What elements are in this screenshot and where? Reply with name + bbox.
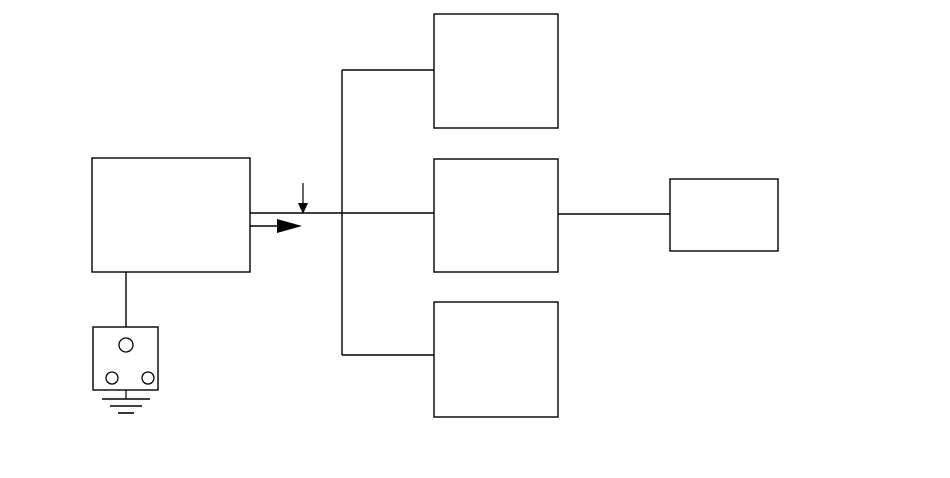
outlet-pin-ground-icon xyxy=(118,337,134,353)
outlet-pin-line-icon xyxy=(141,371,155,385)
arrowhead-layer xyxy=(277,203,308,233)
block-layer xyxy=(91,13,779,418)
arrowhead-signal-right-icon xyxy=(277,219,302,233)
branch-block-middle[interactable] xyxy=(433,158,559,273)
branch-block-top[interactable] xyxy=(433,13,559,129)
output-block[interactable] xyxy=(669,178,779,252)
arrowhead-input-down-icon xyxy=(298,203,308,214)
wire-layer xyxy=(125,69,670,356)
source-block[interactable] xyxy=(91,157,251,273)
outlet-pin-neutral-icon xyxy=(105,371,119,385)
power-outlet-symbol xyxy=(102,337,155,414)
branch-block-bottom[interactable] xyxy=(433,301,559,418)
